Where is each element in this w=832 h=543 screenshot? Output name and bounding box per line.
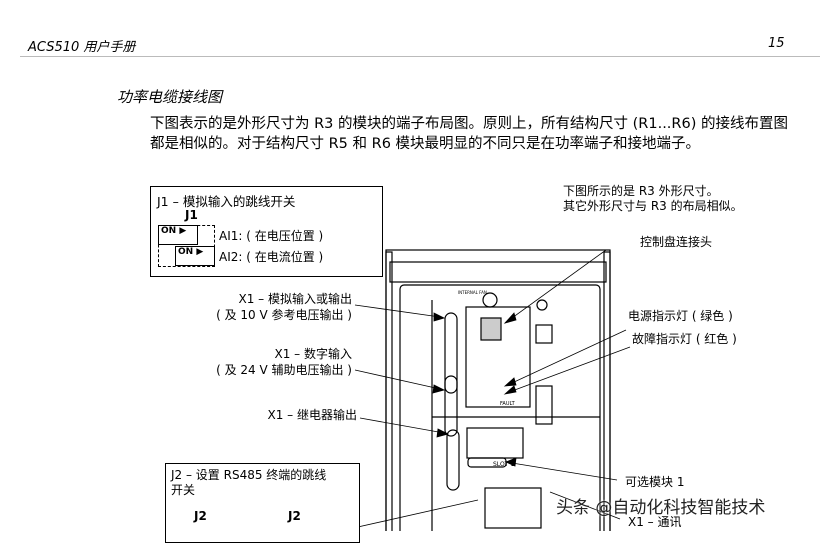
header-rule xyxy=(20,56,820,57)
fan-label: INTERNAL FAN xyxy=(458,290,487,295)
callout-x1-analog: X1 – 模拟输入或输出 xyxy=(238,292,353,306)
device-diagram: SLOT 1 INTERNAL FAN FAULT xyxy=(339,249,631,531)
callout-fault-led: 故障指示灯 ( 红色 ) xyxy=(632,332,737,346)
body-paragraph: 下图表示的是外形尺寸为 R3 的模块的端子布局图。原则上，所有结构尺寸 (R1.… xyxy=(150,116,788,152)
jumper-ai1: ON ▶ xyxy=(158,225,198,245)
fault-label: FAULT xyxy=(500,401,516,407)
j2-label-b: J2 xyxy=(288,509,301,523)
j1-jumper-box: J1 – 模拟输入的跳线开关 J1 ON ▶ ON ▶ AI1: ( 在电压位置… xyxy=(150,186,383,277)
callout-option-module: 可选模块 1 xyxy=(625,475,685,489)
manual-title: ACS510 用户手册 xyxy=(28,40,136,55)
j1-title: J1 – 模拟输入的跳线开关 xyxy=(157,194,296,209)
jumper-ai2: ON ▶ xyxy=(175,246,215,266)
callout-x1-comm: X1 – 通讯 xyxy=(628,515,682,529)
j2-jumper-box: J2 – 设置 RS485 终端的跳线开关 J2 J2 xyxy=(165,463,360,543)
callout-panel-connector: 控制盘连接头 xyxy=(640,235,713,249)
slot-label: SLOT 1 xyxy=(493,461,514,468)
callout-x1-relay: X1 – 继电器输出 xyxy=(267,408,358,422)
watermark: 头条 @自动化科技智能技术 xyxy=(556,498,766,518)
page-number: 15 xyxy=(768,36,785,51)
j1-label: J1 xyxy=(185,208,198,222)
j2-label-a: J2 xyxy=(194,509,207,523)
figure-note: 下图所示的是 R3 外形尺寸。其它外形尺寸与 R3 的布局相似。 xyxy=(563,184,743,214)
ai1-label: AI1: ( 在电压位置 ) xyxy=(219,229,324,243)
ai2-label: AI2: ( 在电流位置 ) xyxy=(219,250,324,264)
note-line: 其它外形尺寸与 R3 的布局相似。 xyxy=(563,199,743,213)
note-line: 下图所示的是 R3 外形尺寸。 xyxy=(563,184,719,198)
callout-x1-digital: X1 – 数字输入 xyxy=(274,347,353,361)
callout-x1-analog-sub: ( 及 10 V 参考电压输出 ) xyxy=(216,308,352,322)
section-title: 功率电缆接线图 xyxy=(117,88,223,106)
callout-power-led: 电源指示灯 ( 绿色 ) xyxy=(628,309,733,323)
j2-title: J2 – 设置 RS485 终端的跳线开关 xyxy=(171,468,327,497)
callout-x1-digital-sub: ( 及 24 V 辅助电压输出 ) xyxy=(216,363,352,377)
